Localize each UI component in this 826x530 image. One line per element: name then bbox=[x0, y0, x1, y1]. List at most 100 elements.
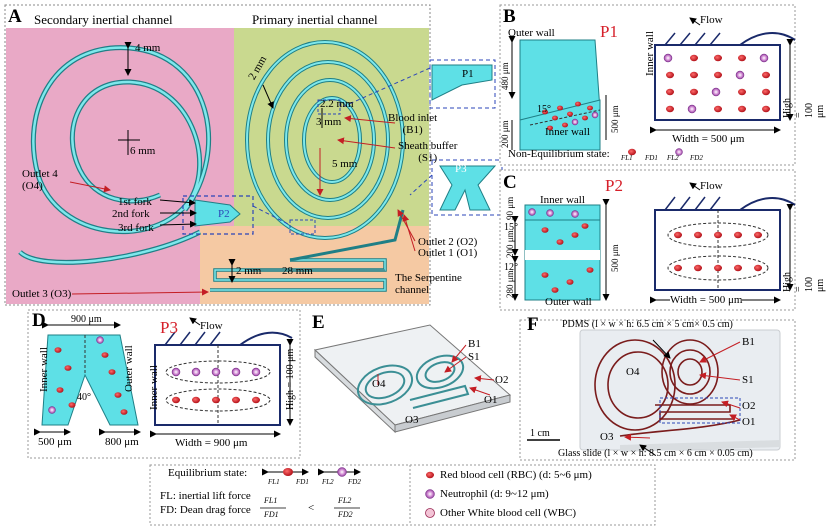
rbc-cell bbox=[547, 125, 553, 131]
neutrophil-cell bbox=[96, 336, 104, 344]
rbc-cell bbox=[762, 71, 770, 79]
p2-flow: Flow bbox=[700, 180, 723, 192]
pdms-label: PDMS (l × w × h: 6.5 cm × 5 cm× 0.5 cm) bbox=[562, 319, 733, 330]
rbc-cell bbox=[541, 272, 549, 278]
rbc-cell bbox=[666, 105, 674, 113]
dim-4mm: 4 mm bbox=[135, 42, 161, 54]
panel-a bbox=[4, 4, 503, 306]
rbc-cell bbox=[586, 267, 594, 273]
f-o4: O4 bbox=[626, 366, 640, 378]
e-o3: O3 bbox=[405, 414, 419, 426]
wbc-cell bbox=[425, 508, 435, 518]
e-b1: B1 bbox=[468, 338, 481, 350]
p2-d280: 280 μm bbox=[505, 270, 515, 298]
ratio2-num: FL2 bbox=[338, 496, 352, 505]
p1-high: High = 100 μm bbox=[782, 98, 826, 118]
rbc-cell bbox=[68, 402, 76, 408]
panel-a-letter: A bbox=[8, 6, 22, 27]
legend-neutrophil: Neutrophil (d: 9~12 μm) bbox=[440, 488, 549, 500]
rbc-cell bbox=[54, 347, 62, 353]
p1-tag: P1 bbox=[462, 68, 474, 80]
rbc-cell bbox=[762, 105, 770, 113]
rbc-cell bbox=[674, 231, 682, 239]
rbc-cell bbox=[714, 264, 722, 272]
p2-outer-wall: Outer wall bbox=[545, 296, 592, 308]
rbc-cell bbox=[690, 71, 698, 79]
legend bbox=[149, 464, 656, 526]
sheath-label: Sheath buffer(S1) bbox=[398, 140, 458, 164]
f-o1: O1 bbox=[742, 416, 756, 428]
p2-box bbox=[182, 195, 254, 235]
p3-high: High = 100 μm bbox=[285, 348, 296, 410]
rbc-cell bbox=[734, 231, 742, 239]
p2-a12: 12° bbox=[504, 262, 518, 273]
p3-box bbox=[431, 159, 503, 216]
rbc-cell bbox=[556, 239, 564, 245]
p2-d90: 90 μm bbox=[505, 196, 515, 220]
rbc-cell bbox=[738, 54, 746, 62]
ratio-lt: < bbox=[308, 502, 315, 514]
legend-eq-state: Equilibrium state: bbox=[168, 467, 248, 479]
panel-f-letter: F bbox=[527, 314, 539, 335]
neutrophil-cell bbox=[251, 367, 261, 377]
neutrophil-cell bbox=[191, 367, 201, 377]
rbc-cell bbox=[582, 115, 588, 121]
rbc-cell bbox=[587, 105, 593, 111]
secondary-title: Secondary inertial channel bbox=[34, 12, 173, 27]
rbc-cell bbox=[101, 352, 109, 358]
rbc-cell bbox=[628, 148, 636, 156]
rbc-cell bbox=[557, 105, 563, 111]
p3-d500: 500 μm bbox=[38, 436, 72, 448]
rbc-cell bbox=[581, 223, 589, 229]
rbc-cell bbox=[566, 279, 574, 285]
ratio1-num: FL1 bbox=[264, 496, 278, 505]
panel-c-letter: C bbox=[503, 172, 517, 193]
e-o2: O2 bbox=[495, 374, 509, 386]
neutrophil-cell bbox=[663, 53, 673, 63]
e-s1: S1 bbox=[468, 351, 480, 363]
rbc-cell bbox=[252, 396, 260, 404]
p1-d500: 500 μm bbox=[610, 105, 620, 133]
rbc-cell bbox=[541, 227, 549, 233]
noneq-fl1: FL1 bbox=[621, 154, 633, 162]
p3-inner-wall-v: Inner wall bbox=[148, 365, 160, 410]
e-o1: O1 bbox=[484, 394, 498, 406]
rbc-cell bbox=[694, 264, 702, 272]
p2-inner-wall: Inner wall bbox=[540, 194, 585, 206]
rbc-cell bbox=[738, 105, 746, 113]
p1-d480: 480 μm bbox=[500, 62, 510, 90]
f-b1: B1 bbox=[742, 336, 755, 348]
p3-width: Width = 900 μm bbox=[175, 437, 248, 449]
rbc-cell bbox=[64, 365, 72, 371]
legend-rbc: Red blood cell (RBC) (d: 5~6 μm) bbox=[440, 469, 592, 481]
fork1-label: 1st fork bbox=[118, 196, 152, 208]
p2-d200: 200 μm bbox=[505, 230, 515, 258]
rbc-cell bbox=[552, 115, 558, 121]
p1-d200: 200 μm bbox=[500, 120, 510, 148]
noneq-fl2: FL2 bbox=[667, 154, 679, 162]
rbc-cell bbox=[754, 231, 762, 239]
neutrophil-cell bbox=[528, 208, 536, 216]
panel-d-letter: D bbox=[32, 310, 46, 331]
rbc-cell bbox=[56, 387, 64, 393]
neutrophil-cell bbox=[211, 367, 221, 377]
noneq-fd1: FD1 bbox=[645, 154, 658, 162]
rbc-cell bbox=[212, 396, 220, 404]
p1-inner-wall: Inner wall bbox=[545, 126, 590, 138]
neutrophil-cell bbox=[546, 209, 554, 217]
panel-c bbox=[499, 169, 796, 311]
glass-label: Glass slide (l × w × h: 8.5 cm × 6 cm × … bbox=[558, 448, 753, 459]
legend-fd2: FD2 bbox=[348, 478, 361, 486]
rbc-cell bbox=[714, 54, 722, 62]
rbc-cell bbox=[571, 232, 579, 238]
p2-high: High = 100 μm bbox=[782, 272, 826, 292]
blood-inlet-label: Blood inlet(B1) bbox=[388, 112, 438, 136]
rbc-cell bbox=[283, 468, 293, 476]
fork3-label: 3rd fork bbox=[118, 222, 154, 234]
neutrophil-cell bbox=[571, 118, 579, 126]
p3-fork bbox=[41, 334, 139, 426]
p2-width: Width = 500 μm bbox=[670, 294, 743, 306]
rbc-cell bbox=[172, 396, 180, 404]
rbc-cell bbox=[562, 122, 568, 128]
p1-inner-wall-v: Inner wall bbox=[644, 31, 656, 76]
